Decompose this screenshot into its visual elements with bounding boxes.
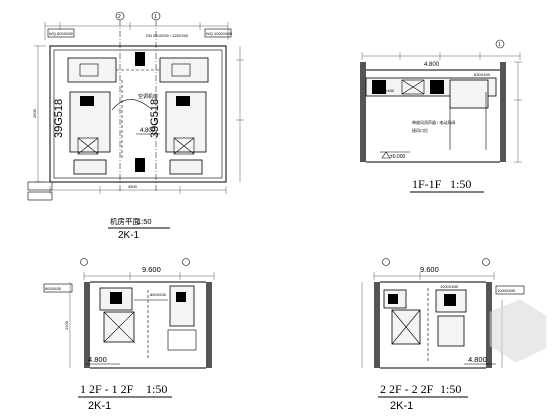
column-top [135,52,145,66]
section2-title: 1 2F - 1 2F [80,382,134,396]
section-2f-left: 9.600 800X630 800X630 1200 4.800 1 2 [43,258,215,412]
section2-scale: 1:50 [146,382,167,396]
section-1f: 1 4.800 630X400 630X400 带放风消声器 / 电动风阀 接风… [360,39,522,193]
axis-label-2: 2 [118,14,121,20]
equip-tag-left: 39G518 [53,99,65,138]
section1-scale: 1:50 [450,177,471,191]
section3-dim-bottom: 4.800 [468,355,487,364]
dim-center: 4.800 [140,128,156,134]
callout-top-left: WQ 800X630 [49,31,74,36]
section2-dim-top: 9.600 [142,265,161,274]
section1-title: 1F-1F [412,177,442,191]
room-outline [49,45,227,183]
section1-note-2: 接风口位 [412,127,428,133]
section3-tag-b: 1000X630 [440,284,459,289]
wall-right [206,282,212,368]
wall-right [500,62,506,162]
duct-left-top [67,57,117,83]
section1-level: ±0.000 [390,154,405,160]
axis-label-1: 1 [154,14,157,20]
wall-left [84,282,90,368]
callout-box-top-left [47,28,75,38]
duct-tag-top: DN 320X200 / 320X200 [146,33,189,38]
section2-subtitle: 2K-1 [88,400,111,412]
dim-bottom: 4500 [128,184,138,189]
callout-box-top-right [204,28,232,38]
plan-view-main: 2 1 WQ 800X630 WQ 1000X630 DN 320X200 / … [27,11,244,241]
dim-left: 2500 [32,108,37,118]
plan-title: 机房平面 [110,216,140,226]
wall-left [360,62,366,162]
watermark-logo [489,299,547,363]
section1-tag-a: 630X400 [378,88,395,93]
section-2f-right: 9.600 1000X630 1000X630 4.800 2 2F - 2 2… [361,258,525,412]
section1-tag-b: 630X400 [474,72,491,77]
section1-height: 4.800 [424,62,440,68]
duct-right-top [159,57,209,83]
section3-scale: 1:50 [440,382,461,396]
section2-tag-b: 800X630 [150,292,167,297]
section2-tag-a: 800X630 [45,286,62,291]
axis-bubble-section1 [495,39,505,49]
section3-title: 2 2F - 2 2F [380,382,434,396]
plan-subtitle: 2K-1 [118,230,140,241]
wall-right [486,282,492,368]
wall-left [374,282,380,368]
section3-subtitle: 2K-1 [390,400,413,412]
column-bottom [135,158,145,172]
section3-dim-top: 9.600 [420,265,439,274]
section3-tag-a: 1000X630 [497,288,516,293]
callout-top-right: WQ 1000X630 [206,31,233,36]
section2-dim-side: 1200 [64,320,69,330]
room-label: 空调机房 [138,93,158,100]
axis-label-section1: 1 [498,42,501,48]
section2-dim-bottom: 4.800 [88,355,107,364]
equip-tag-right: 39G518 [149,99,161,138]
plan-scale: 1:50 [137,217,152,226]
section1-note-1: 带放风消声器 / 电动风阀 [412,119,455,125]
